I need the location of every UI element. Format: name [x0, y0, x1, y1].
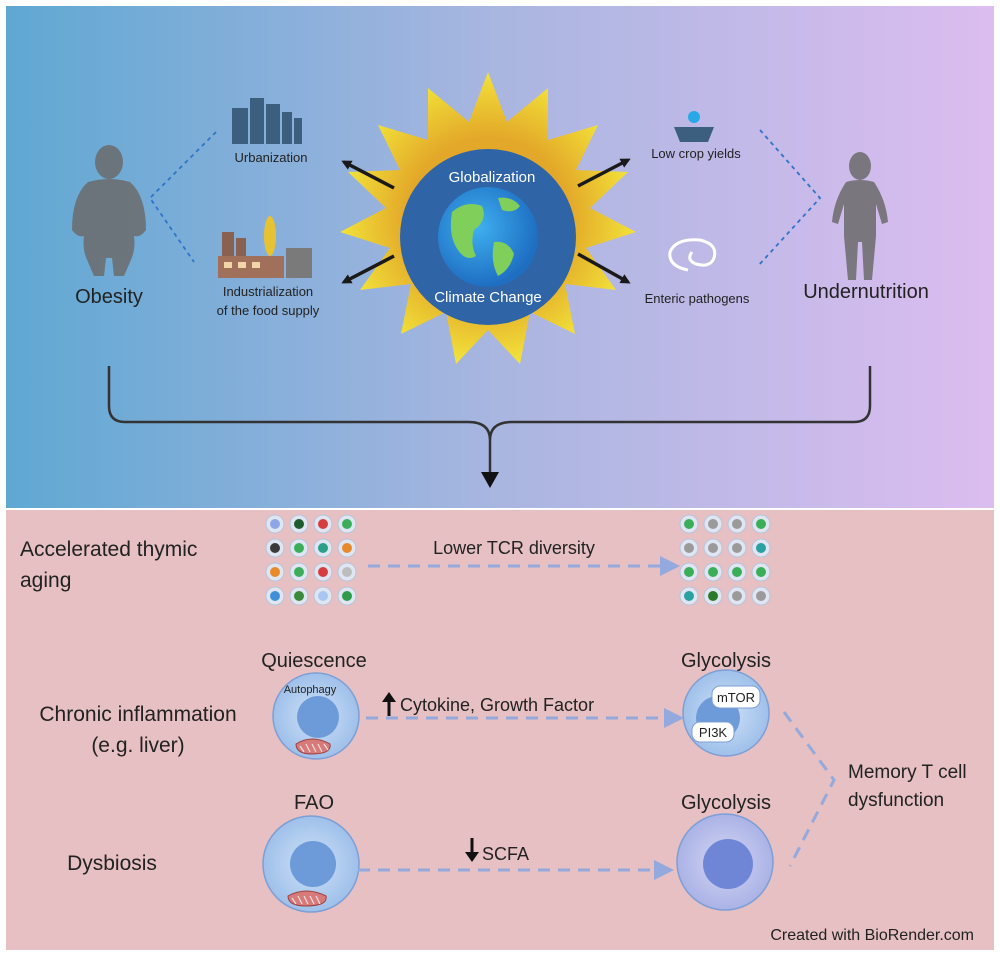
tcell-nucleus: [270, 567, 280, 577]
globalization-label: Globalization: [449, 169, 536, 186]
arrow-to-low-crop-yields: [577, 158, 631, 188]
tcell-nucleus: [684, 543, 694, 553]
obesity-label: Obesity: [75, 286, 143, 308]
right-bracket-line: [757, 129, 822, 267]
tcell-nucleus: [708, 567, 718, 577]
restricted-tcell-grid: [679, 514, 771, 606]
glycolysis-label-1: Glycolysis: [681, 650, 771, 672]
mtor-label: mTOR: [717, 690, 755, 705]
tcell-nucleus: [708, 519, 718, 529]
tcell-nucleus: [342, 519, 352, 529]
tcell-nucleus: [732, 519, 742, 529]
activated-tcell-1: [682, 669, 770, 757]
cytokine-growth-factor-label: Cytokine, Growth Factor: [400, 695, 594, 715]
tcell-nucleus: [684, 591, 694, 601]
tcell-nucleus: [684, 519, 694, 529]
tcell-nucleus: [732, 591, 742, 601]
diverse-tcell-grid: [265, 514, 357, 606]
tcell-nucleus: [756, 543, 766, 553]
arrow-to-urbanization: [341, 160, 395, 190]
merge-arrowhead: [481, 472, 499, 488]
tcell-nucleus: [294, 519, 304, 529]
quiescence-label: Quiescence: [261, 650, 367, 672]
low-crop-yields-label: Low crop yields: [651, 146, 741, 161]
tcell-nucleus: [270, 591, 280, 601]
urbanization-label: Urbanization: [235, 150, 308, 165]
tcell-nucleus: [342, 543, 352, 553]
accelerated-thymic-aging-line2: aging: [20, 569, 71, 592]
arrow-to-industrialization: [341, 254, 395, 284]
tcell-nucleus: [756, 567, 766, 577]
bottom-panel: [6, 510, 994, 950]
activated-tcell-2: [676, 813, 774, 911]
left-bracket-line: [148, 131, 217, 263]
climate-change-label: Climate Change: [434, 289, 542, 306]
chronic-inflammation-line1: Chronic inflammation: [39, 703, 236, 726]
tcell-nucleus: [294, 567, 304, 577]
tcell-nucleus: [756, 519, 766, 529]
industrialization-label-line1: Industrialization: [223, 284, 313, 299]
arrow-to-enteric-pathogens: [577, 252, 631, 284]
tcell-nucleus: [684, 567, 694, 577]
fao-label: FAO: [294, 792, 334, 814]
memory-tcell-dysfunction-line1: Memory T cell: [848, 762, 967, 783]
tcell-nucleus: [294, 591, 304, 601]
tcell-nucleus: [756, 591, 766, 601]
dysbiosis-label: Dysbiosis: [67, 852, 157, 875]
tcell-nucleus: [270, 519, 280, 529]
tcell-nucleus: [318, 591, 328, 601]
fao-tcell: [262, 815, 360, 913]
glycolysis-label-2: Glycolysis: [681, 792, 771, 814]
industrialization-label-line2: of the food supply: [217, 303, 320, 318]
tcell-nucleus: [708, 543, 718, 553]
tcell-nucleus: [270, 543, 280, 553]
tcell-nucleus: [318, 543, 328, 553]
chronic-inflammation-line2: (e.g. liver): [91, 734, 184, 757]
obese-person-icon: [72, 145, 146, 276]
autophagy-label: Autophagy: [284, 684, 337, 696]
accelerated-thymic-aging-line1: Accelerated thymic: [20, 538, 197, 561]
tcell-nucleus: [294, 543, 304, 553]
tcell-nucleus: [342, 591, 352, 601]
down-arrow-icon: [465, 838, 479, 862]
tcell-nucleus: [708, 591, 718, 601]
tcell-nucleus: [342, 567, 352, 577]
quiescent-tcell: [272, 672, 360, 760]
up-arrow-icon: [382, 692, 396, 716]
memory-tcell-dysfunction-line2: dysfunction: [848, 790, 944, 811]
undernutrition-label: Undernutrition: [803, 281, 929, 303]
enteric-pathogens-label: Enteric pathogens: [645, 291, 750, 306]
biorender-credit: Created with BioRender.com: [770, 927, 974, 944]
tcell-nucleus: [732, 567, 742, 577]
scfa-label: SCFA: [482, 844, 529, 864]
tcell-nucleus: [732, 543, 742, 553]
lower-tcr-diversity-label: Lower TCR diversity: [433, 538, 595, 558]
pathogen-swirl-icon: [668, 238, 717, 272]
city-buildings-icon: [232, 98, 302, 144]
merge-bracket: [107, 366, 872, 478]
tcell-nucleus: [318, 567, 328, 577]
pi3k-label: PI3K: [699, 725, 728, 740]
convergence-lines: [782, 711, 836, 867]
factory-icon: [218, 216, 312, 278]
drought-sun-icon: [674, 111, 714, 142]
tcell-nucleus: [318, 519, 328, 529]
thin-person-icon: [832, 152, 888, 280]
globe-icon: [438, 187, 538, 287]
